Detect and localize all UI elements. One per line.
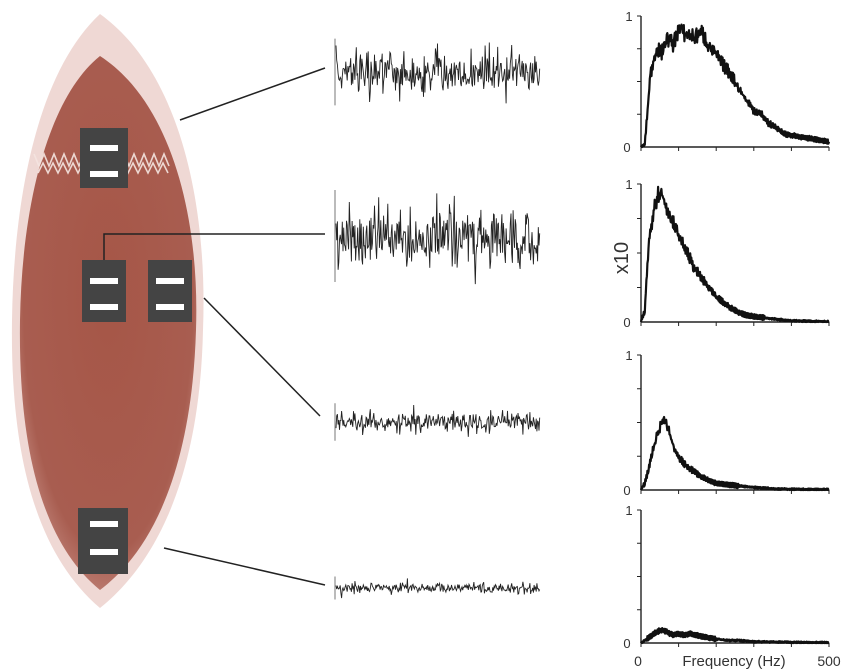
- y-max-label: 1: [625, 177, 632, 192]
- spectrum-panel: 10: [623, 348, 830, 498]
- y-max-label: 1: [625, 348, 632, 363]
- emg-trace-line: [335, 193, 541, 285]
- leader-lines: [103, 67, 326, 586]
- spectrum-curve: [640, 23, 831, 149]
- electrode-icon: [82, 260, 126, 322]
- scale-annotation: x10: [611, 242, 633, 274]
- emg-trace-line: [335, 404, 541, 437]
- leader-line: [179, 67, 326, 121]
- spectrum-panel: 10: [623, 177, 830, 330]
- x-axis-min-label: 0: [634, 653, 642, 669]
- leader-line: [103, 233, 325, 260]
- emg-trace: [334, 190, 541, 285]
- muscle-body: [19, 56, 197, 590]
- emg-traces: [334, 38, 541, 600]
- spectrum-curve: [639, 626, 830, 645]
- emg-trace: [334, 403, 541, 441]
- y-min-label: 0: [623, 636, 630, 651]
- emg-trace-line: [335, 42, 541, 104]
- spectrum-panel: 10: [623, 9, 831, 155]
- y-max-label: 1: [625, 9, 632, 24]
- spectrum-panel: 10: [623, 503, 830, 651]
- electrode-icon: [148, 260, 192, 322]
- y-min-label: 0: [623, 483, 630, 498]
- y-min-label: 0: [623, 140, 630, 155]
- electrode-icon: [80, 128, 128, 188]
- x-axis-max-label: 500: [817, 653, 841, 669]
- emg-trace: [334, 38, 541, 106]
- spectrum-curve: [639, 415, 830, 492]
- emg-trace-line: [335, 578, 541, 599]
- y-max-label: 1: [625, 503, 632, 518]
- emg-trace: [334, 576, 541, 600]
- spectrum-curve: [639, 185, 830, 324]
- leader-line: [163, 547, 326, 586]
- electrode-icon: [78, 508, 128, 574]
- x-axis-title: Frequency (Hz): [682, 653, 785, 670]
- leader-line: [203, 297, 321, 417]
- y-min-label: 0: [623, 315, 630, 330]
